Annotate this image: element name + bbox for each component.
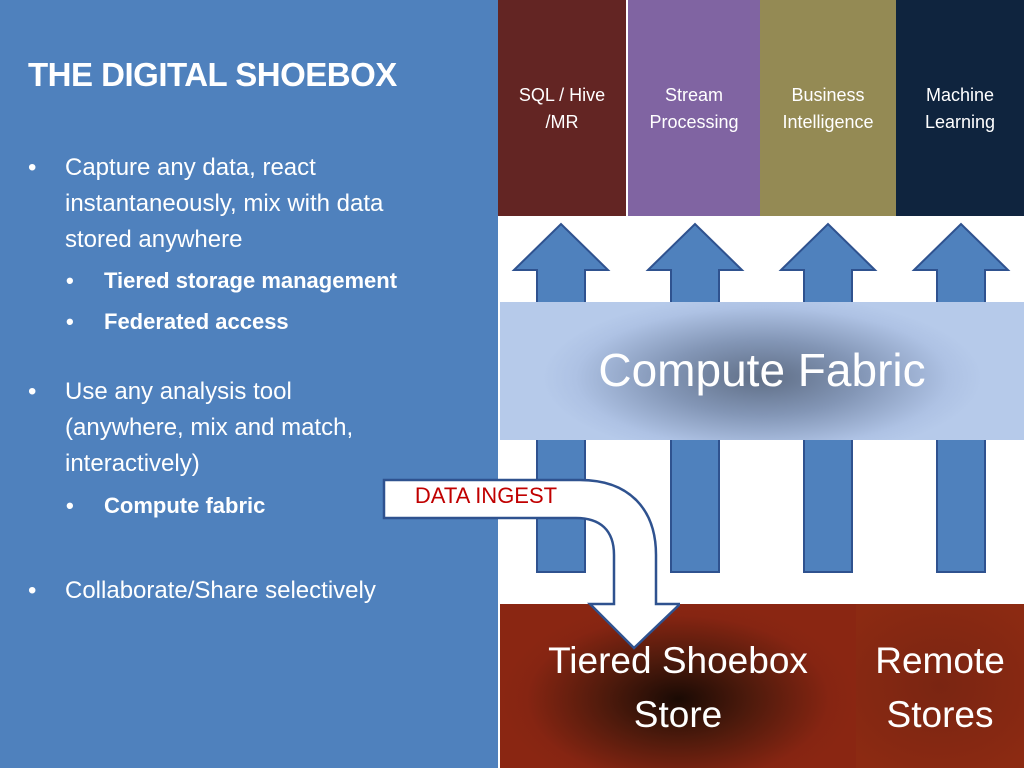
- bullet-text: Collaborate/Share selectively: [65, 577, 376, 604]
- bullet-line: Capture any data, react: [65, 154, 316, 181]
- remote-stores: Remote Stores: [856, 604, 1024, 768]
- tool-label: /MR: [545, 112, 579, 132]
- store-label: Tiered Shoebox: [548, 640, 808, 681]
- store-label: Stores: [886, 694, 994, 735]
- data-ingest-arrow: [382, 478, 680, 650]
- data-ingest-label: DATA INGEST: [414, 483, 558, 508]
- store-label: Remote: [875, 640, 1005, 681]
- bullet-text: Compute fabric: [104, 493, 266, 518]
- bullet-dot: •: [66, 493, 74, 518]
- tool-label: Stream: [664, 85, 724, 105]
- bullet-line: (anywhere, mix and match,: [65, 414, 354, 441]
- tool-box-stream-processing: Stream Processing: [628, 0, 760, 216]
- bullet-dot: •: [66, 309, 74, 334]
- tool-label: Learning: [924, 112, 996, 132]
- bullet-dot: •: [28, 378, 37, 405]
- compute-fabric-label: Compute Fabric: [598, 344, 926, 396]
- tool-box-machine-learning: Machine Learning: [896, 0, 1024, 216]
- bullet-dot: •: [66, 268, 74, 293]
- bullet-text: Federated access: [104, 309, 289, 334]
- compute-fabric-layer: Compute Fabric: [500, 302, 1024, 440]
- bullet-line: stored anywhere: [65, 226, 243, 253]
- bullet-text: Capture any data, react instantaneously,…: [65, 150, 383, 258]
- architecture-diagram: SQL / Hive /MR Stream Processing Busines…: [498, 0, 1024, 768]
- tool-label: Intelligence: [782, 112, 874, 132]
- bullet-line: interactively): [65, 450, 200, 477]
- tool-label: Processing: [649, 112, 739, 132]
- tool-label: Machine: [925, 85, 995, 105]
- text-panel: THE DIGITAL SHOEBOX • Capture any data, …: [0, 0, 498, 768]
- slide-title: THE DIGITAL SHOEBOX: [28, 56, 397, 93]
- tool-label: SQL / Hive: [518, 85, 606, 105]
- tool-box-business-intelligence: Business Intelligence: [760, 0, 896, 216]
- curved-down-arrow-icon: [382, 478, 680, 650]
- bullet-text: Use any analysis tool (anywhere, mix and…: [65, 374, 353, 482]
- tool-box-sql-hive: SQL / Hive /MR: [498, 0, 626, 216]
- tool-label: Business: [791, 85, 865, 105]
- store-label: Store: [633, 694, 723, 735]
- bullet-line: Use any analysis tool: [65, 378, 292, 405]
- bullet-dot: •: [28, 577, 37, 604]
- bullet-text: Tiered storage management: [104, 268, 398, 293]
- tiered-shoebox-store: Tiered Shoebox Store: [500, 604, 856, 768]
- bullet-line: instantaneously, mix with data: [65, 190, 384, 217]
- bullet-dot: •: [28, 154, 37, 181]
